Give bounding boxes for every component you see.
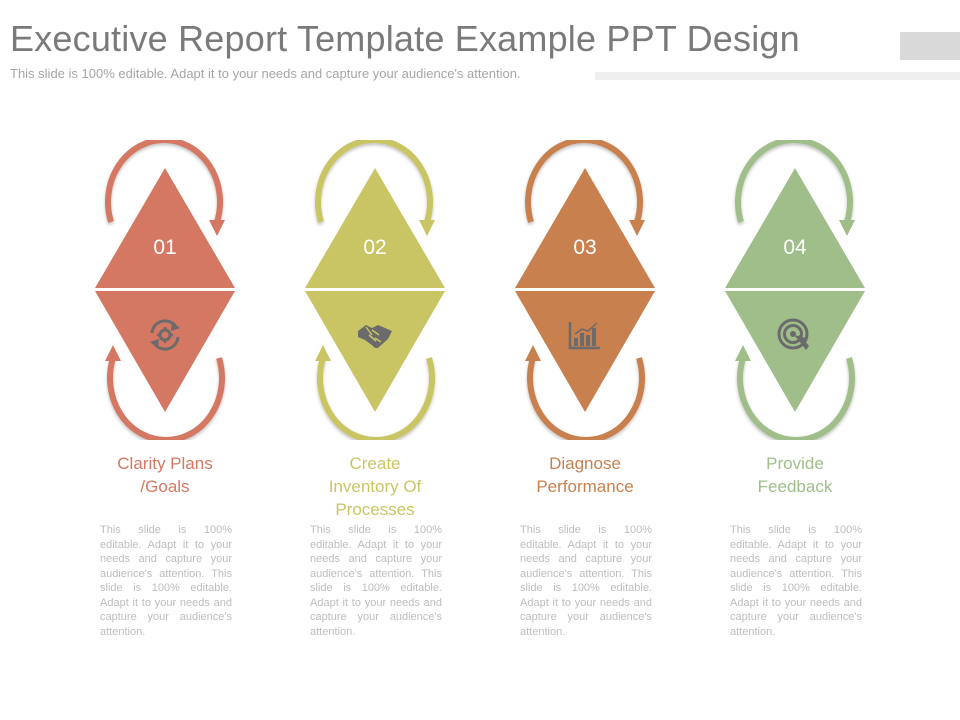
page-title: Executive Report Template Example PPT De… [10, 18, 800, 59]
step-2-upper-triangle [305, 168, 445, 288]
step-1-lower-triangle [95, 291, 235, 412]
step-4-upper-triangle [725, 168, 865, 288]
page-subtitle: This slide is 100% editable. Adapt it to… [10, 66, 521, 81]
step-2-heading: Create Inventory Of Processes [328, 454, 422, 519]
step-2-lower-triangle [305, 291, 445, 412]
step-2-top-arrow-arc [315, 140, 435, 236]
step-1-upper-triangle [95, 168, 235, 288]
step-4-bottom-arrow-arc [735, 345, 855, 440]
step-4-lower-triangle [725, 291, 865, 412]
step-4-diamond-graphic [725, 140, 865, 440]
step-3-diamond-graphic [515, 140, 655, 440]
step-4-number: 04 [783, 236, 807, 259]
handshake-icon [305, 315, 445, 355]
step-card-3: 03 Diagnose Performance This slide is 10… [515, 140, 705, 660]
step-3-lower-triangle [515, 291, 655, 412]
step-card-1: 01 Clarity Plans /Goals This slide is 10… [95, 140, 285, 660]
step-3-number: 03 [573, 236, 597, 259]
step-3-description: This slide is 100% editable. Adapt it to… [520, 524, 652, 638]
step-3-top-arrow-arc [525, 140, 645, 236]
step-1-number: 01 [153, 236, 177, 259]
step-card-4: 04 Provide Feedback This slide is 100% e… [725, 140, 915, 660]
step-2-number: 02 [363, 236, 387, 259]
step-4-top-arrow-arc [735, 140, 855, 236]
step-3-upper-triangle [515, 168, 655, 288]
gear-cycle-icon [95, 315, 235, 355]
step-1-heading: Clarity Plans /Goals [117, 454, 213, 496]
decorative-header-bar [595, 72, 960, 80]
decorative-corner-box [900, 32, 960, 60]
step-2-description: This slide is 100% editable. Adapt it to… [310, 524, 442, 638]
step-1-diamond-graphic [95, 140, 235, 440]
step-card-2: 02 Create Inventory Of Processes This sl… [305, 140, 495, 660]
step-3-heading: Diagnose Performance [536, 454, 634, 496]
step-3-bottom-arrow-arc [525, 345, 645, 440]
step-4-heading: Provide Feedback [757, 454, 833, 496]
step-2-bottom-arrow-arc [315, 345, 435, 440]
target-icon [725, 315, 865, 355]
step-2-diamond-graphic [305, 140, 445, 440]
step-1-bottom-arrow-arc [105, 345, 225, 440]
step-1-description: This slide is 100% editable. Adapt it to… [100, 524, 232, 638]
bar-chart-icon [515, 315, 655, 355]
step-1-top-arrow-arc [105, 140, 225, 236]
step-4-description: This slide is 100% editable. Adapt it to… [730, 524, 862, 638]
